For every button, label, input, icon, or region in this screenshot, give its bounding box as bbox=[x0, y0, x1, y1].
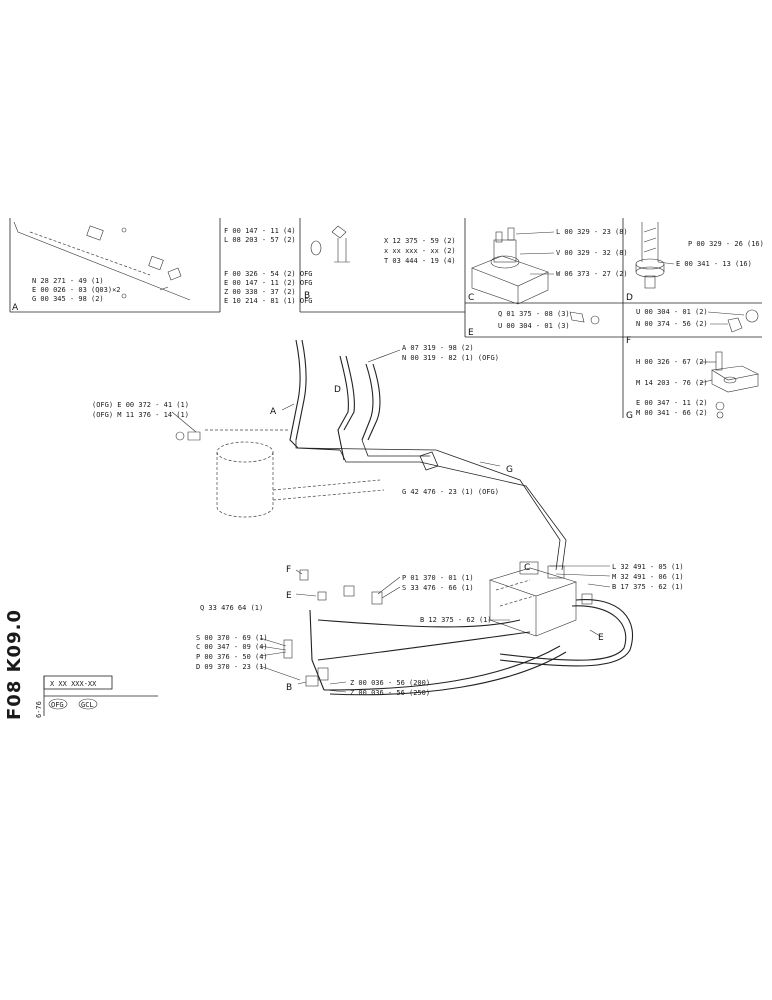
main-assembly bbox=[171, 339, 634, 696]
panel-c-part-2: V 00 329 - 32 (8) bbox=[556, 249, 628, 257]
panel-e-part-2: U 00 304 - 01 (3) bbox=[498, 322, 570, 330]
callout-s33: S 33 476 - 66 (1) bbox=[402, 584, 474, 592]
callout-p01: P 01 370 - 01 (1) bbox=[402, 574, 474, 582]
panel-d: P 00 329 - 26 (16) E 00 341 - 13 (16) D bbox=[626, 222, 764, 303]
main-letter-e-left: E bbox=[286, 591, 292, 601]
callout-a07: A 07 319 - 98 (2) bbox=[402, 344, 474, 352]
callout-l32: L 32 491 - 05 (1) bbox=[612, 563, 684, 571]
callout-m32: M 32 491 - 06 (1) bbox=[612, 573, 684, 581]
panel-g-letter: G bbox=[626, 411, 633, 421]
callout-d09: D 09 370 - 23 (1) bbox=[196, 663, 268, 671]
callout-q33: Q 33 476 64 (1) bbox=[200, 604, 263, 612]
panel-g-part-1: H 00 326 - 67 (2) bbox=[636, 358, 708, 366]
panel-c-part-1: L 00 329 - 23 (8) bbox=[556, 228, 628, 236]
panel-e-letter: E bbox=[468, 328, 474, 338]
main-letter-c: C bbox=[524, 563, 530, 573]
panel-b-part-3: F 00 326 - 54 (2) OFG bbox=[224, 270, 313, 278]
sheet-stamp: X XX XXX-XX OFG GCL bbox=[43, 675, 158, 716]
callout-z250: Z 00 036 - 56 (250) bbox=[350, 689, 430, 697]
panel-c-letter: C bbox=[468, 293, 474, 303]
panel-f: U 00 304 - 01 (2) N 00 374 - 56 (2) F bbox=[626, 308, 759, 346]
panel-b-part-1: F 00 147 - 11 (4) bbox=[224, 227, 296, 235]
panel-b-part-6: E 10 214 - 81 (1) OFG bbox=[224, 297, 313, 305]
callout-p00: P 00 376 - 50 (4) bbox=[196, 653, 268, 661]
callout-b17: B 17 375 - 62 (1) bbox=[612, 583, 684, 591]
badge-gcl: GCL bbox=[81, 701, 94, 709]
main-letter-b: B bbox=[286, 683, 292, 693]
panel-e: Q 01 375 - 08 (3) U 00 304 - 01 (3) E bbox=[468, 310, 600, 338]
panel-a-part-2: E 00 026 - 03 (Q03)×2 bbox=[32, 286, 121, 294]
panel-a-part-1: N 28 271 - 49 (1) bbox=[32, 277, 104, 285]
panel-d-letter: D bbox=[626, 293, 633, 303]
panel-frame bbox=[9, 218, 762, 418]
panel-a-letter: A bbox=[12, 303, 19, 313]
panel-c-part-3: W 06 373 - 27 (2) bbox=[556, 270, 628, 278]
main-letter-f: F bbox=[286, 565, 291, 575]
panel-f-letter: F bbox=[626, 336, 631, 346]
panel-a-part-3: G 00 345 - 98 (2) bbox=[32, 295, 104, 303]
panel-b-part-2: L 08 203 - 57 (2) bbox=[224, 236, 296, 244]
panel-b-part-4: E 00 147 - 11 (2) OFG bbox=[224, 279, 313, 287]
main-letter-g: G bbox=[506, 465, 513, 475]
main-callouts: A 07 319 - 98 (2) N 00 319 - 82 (1) (OFG… bbox=[92, 344, 684, 697]
callout-e372: (OFG) E 00 372 - 41 (1) bbox=[92, 401, 189, 409]
panel-e-part-1: Q 01 375 - 08 (3) bbox=[498, 310, 570, 318]
callout-z200: Z 00 036 - 56 (200) bbox=[350, 679, 430, 687]
badge-ofg: OFG bbox=[51, 701, 64, 709]
panel-b-part-9: T 03 444 - 19 (4) bbox=[384, 257, 456, 265]
sheet-code: F08 K09.0 bbox=[4, 609, 25, 720]
panel-g-part-3: E 00 347 - 11 (2) bbox=[636, 399, 708, 407]
main-letter-a: A bbox=[270, 407, 277, 417]
panel-g-part-2: M 14 203 - 76 (2) bbox=[636, 379, 708, 387]
panel-g: H 00 326 - 67 (2) M 14 203 - 76 (2) E 00… bbox=[626, 351, 759, 421]
panel-d-part-1: P 00 329 - 26 (16) bbox=[688, 240, 764, 248]
callout-c00: C 00 347 - 09 (4) bbox=[196, 643, 268, 651]
panel-g-part-4: M 00 341 - 66 (2) bbox=[636, 409, 708, 417]
panel-b-letter: B bbox=[304, 291, 310, 301]
callout-n00: N 00 319 - 82 (1) (OFG) bbox=[402, 354, 499, 362]
panel-b-part-5: Z 00 338 - 37 (2) bbox=[224, 288, 296, 296]
panel-d-part-2: E 00 341 - 13 (16) bbox=[676, 260, 752, 268]
panel-b-part-8: x xx xxx - xx (2) bbox=[384, 247, 456, 255]
panel-a: N 28 271 - 49 (1) E 00 026 - 03 (Q03)×2 … bbox=[12, 221, 191, 313]
panel-b-part-7: X 12 375 - 59 (2) bbox=[384, 237, 456, 245]
part-number-box: X XX XXX-XX bbox=[50, 680, 97, 688]
panel-f-part-1: U 00 304 - 01 (2) bbox=[636, 308, 708, 316]
callout-b12: B 12 375 - 62 (1) bbox=[420, 616, 492, 624]
callout-g42: G 42 476 - 23 (1) (OFG) bbox=[402, 488, 499, 496]
panel-c: L 00 329 - 23 (8) V 00 329 - 32 (8) W 06… bbox=[468, 227, 628, 305]
callout-m11: (OFG) M 11 376 - 14 (1) bbox=[92, 411, 189, 419]
main-letter-e-right: E bbox=[598, 633, 604, 643]
panel-f-part-2: N 00 374 - 56 (2) bbox=[636, 320, 708, 328]
panel-b: F 00 147 - 11 (4) L 08 203 - 57 (2) F 00… bbox=[224, 225, 456, 305]
main-letter-d: D bbox=[334, 385, 341, 395]
sheet-date: 6-76 bbox=[35, 701, 43, 718]
callout-s00: S 00 370 - 69 (1) bbox=[196, 634, 268, 642]
